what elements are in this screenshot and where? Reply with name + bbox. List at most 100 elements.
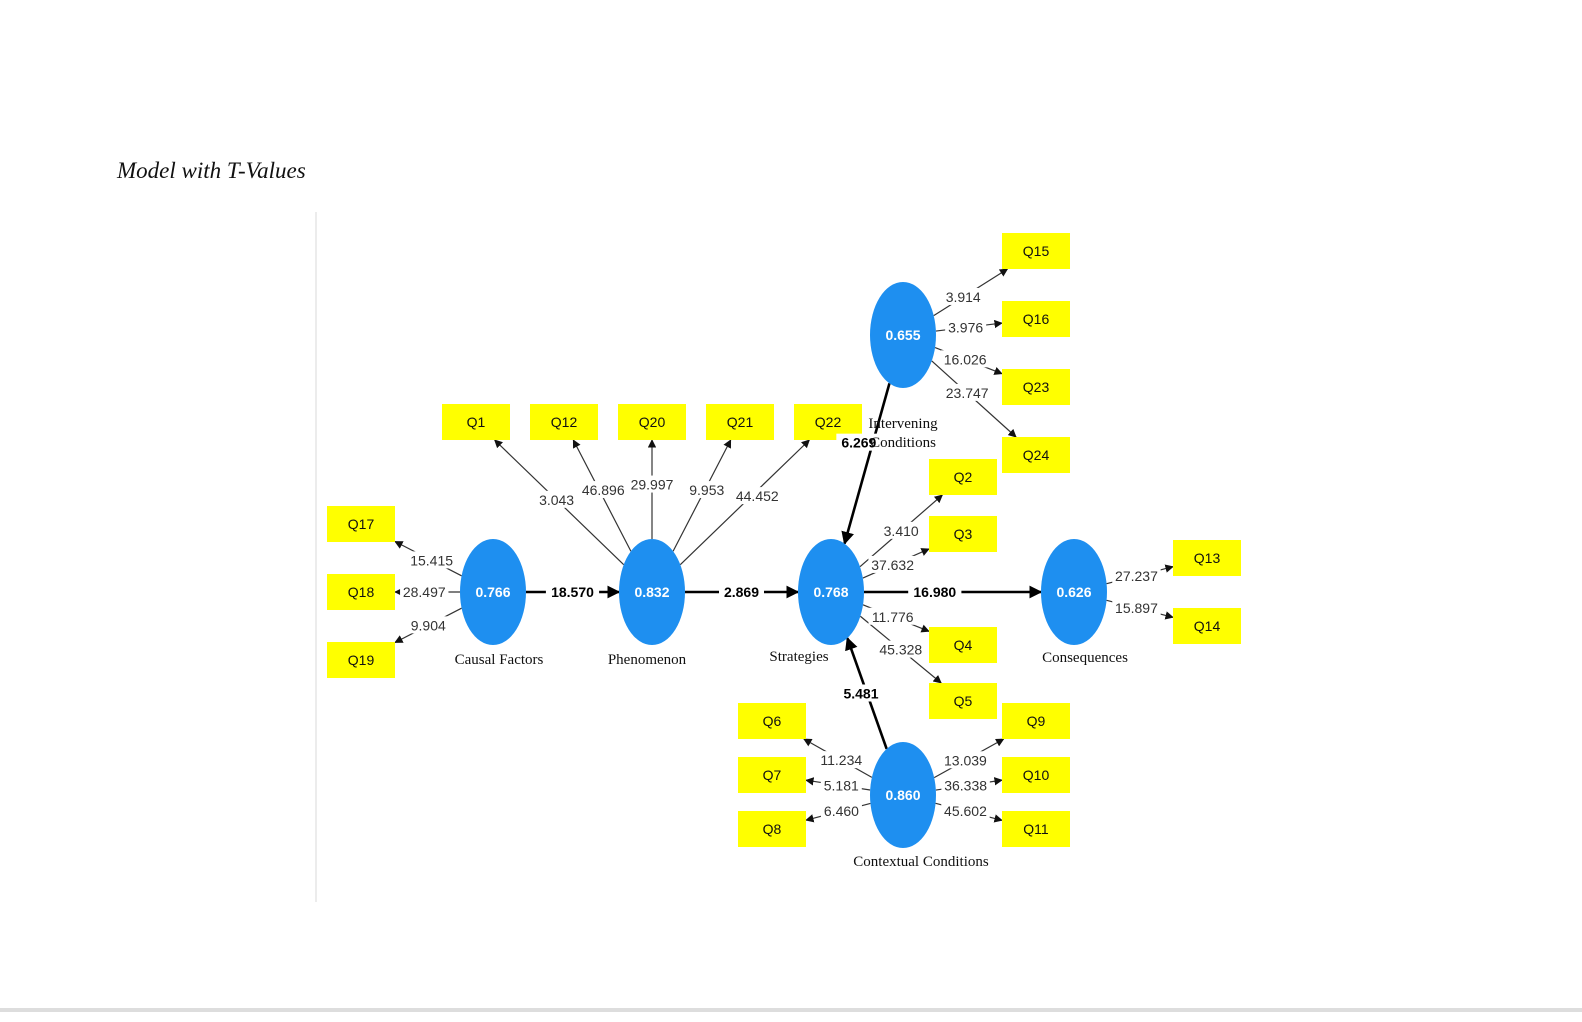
construct-name: Strategies	[769, 649, 828, 665]
indicator-box	[1173, 608, 1241, 644]
indicator-box	[327, 506, 395, 542]
loading-tvalue-q14: 15.897	[1115, 600, 1158, 616]
construct-phenomenon: 0.832	[619, 539, 685, 645]
indicators-layer: Q1Q2Q3Q4Q5Q6Q7Q8Q9Q10Q11Q12Q13Q14Q15Q16Q…	[327, 233, 1241, 847]
path-tvalue-bg	[719, 583, 764, 600]
construct-r2-value: 0.766	[475, 584, 510, 600]
indicator-label: Q16	[1023, 311, 1050, 327]
loading-tvalue-q12: 46.896	[582, 482, 625, 498]
indicator-label: Q10	[1023, 767, 1050, 783]
indicator-box	[530, 404, 598, 440]
indicator-box	[1002, 369, 1070, 405]
construct-ellipse	[1041, 539, 1107, 645]
loading-tvalue-bg	[579, 481, 628, 499]
indicator-box	[1173, 540, 1241, 576]
loading-tvalue-q6: 11.234	[820, 752, 862, 768]
indicator-box	[1002, 811, 1070, 847]
indicator-box	[929, 459, 997, 495]
indicator-q4: Q4	[929, 627, 997, 663]
construct-ellipse	[460, 539, 526, 645]
loading-tvalue-bg	[941, 801, 990, 819]
indicator-q16: Q16	[1002, 301, 1070, 337]
indicator-label: Q14	[1194, 618, 1221, 634]
path-tvalue-strat-to-cons: 16.980	[913, 584, 956, 600]
construct-consequences: 0.626	[1041, 539, 1107, 645]
indicator-label: Q20	[639, 414, 666, 430]
indicator-label: Q9	[1027, 713, 1046, 729]
indicator-label: Q8	[763, 821, 782, 837]
indicator-q5: Q5	[929, 683, 997, 719]
loading-tvalue-q10: 36.338	[944, 778, 987, 794]
indicator-box	[1002, 301, 1070, 337]
loading-tvalue-bg	[407, 551, 456, 569]
loading-tvalue-bg	[1112, 598, 1161, 616]
construct-r2-value: 0.860	[885, 787, 920, 803]
indicator-q23: Q23	[1002, 369, 1070, 405]
construct-ellipse	[619, 539, 685, 645]
indicator-box	[738, 703, 806, 739]
indicator-q8: Q8	[738, 811, 806, 847]
construct-contextual-conditions: 0.860	[870, 742, 936, 848]
indicator-q20: Q20	[618, 404, 686, 440]
loading-tvalue-q16: 3.976	[948, 319, 983, 335]
indicator-box	[327, 574, 395, 610]
indicator-label: Q23	[1023, 379, 1050, 395]
loading-tvalue-q5: 45.328	[879, 642, 922, 658]
loading-tvalue-bg	[627, 475, 677, 493]
loading-tvalue-bg	[942, 287, 984, 305]
loading-tvalue-bg	[942, 383, 992, 401]
indicator-q11: Q11	[1002, 811, 1070, 847]
loading-tvalue-bg	[945, 318, 987, 336]
loading-tvalue-bg	[820, 801, 862, 819]
indicator-q13: Q13	[1173, 540, 1241, 576]
indicator-box	[1002, 757, 1070, 793]
indicator-box	[738, 811, 806, 847]
indicator-label: Q6	[763, 713, 782, 729]
loading-tvalue-q8: 6.460	[824, 803, 859, 819]
path-tvalue-bg	[545, 583, 600, 600]
indicator-q14: Q14	[1173, 608, 1241, 644]
bottom-divider	[0, 1008, 1582, 1012]
left-divider	[315, 212, 317, 902]
path-tvalue-phen-to-strat: 2.869	[724, 584, 759, 600]
construct-r2-value: 0.832	[634, 584, 669, 600]
loading-tvalue-bg	[536, 490, 578, 508]
indicator-q2: Q2	[929, 459, 997, 495]
loading-tvalue-bg	[400, 583, 449, 600]
path-tvalue-bg	[838, 684, 884, 702]
loading-tvalue-bg	[407, 616, 449, 634]
construct-intervening-conditions: 0.655	[870, 282, 936, 388]
indicator-q24: Q24	[1002, 437, 1070, 473]
loading-tvalue-q17: 15.415	[410, 552, 453, 568]
construct-name: Contextual Conditions	[853, 854, 989, 870]
loading-tvalue-q18: 28.497	[403, 584, 446, 600]
loading-tvalue-bg	[941, 776, 990, 794]
indicator-q6: Q6	[738, 703, 806, 739]
loading-tvalue-q20: 29.997	[631, 477, 674, 493]
indicator-box	[738, 757, 806, 793]
indicator-box	[1002, 233, 1070, 269]
indicator-q17: Q17	[327, 506, 395, 542]
loading-tvalue-bg	[733, 487, 782, 505]
indicator-label: Q19	[348, 652, 375, 668]
indicator-label: Q5	[954, 693, 973, 709]
construct-ellipse	[870, 282, 936, 388]
indicator-label: Q7	[763, 767, 782, 783]
figure-caption: Model with T-Values	[117, 158, 306, 183]
indicator-label: Q11	[1023, 821, 1049, 837]
loading-tvalue-q9: 13.039	[944, 752, 987, 768]
loading-tvalue-q3: 37.632	[871, 557, 914, 573]
indicator-box	[1002, 437, 1070, 473]
indicator-q21: Q21	[706, 404, 774, 440]
construct-causal-factors: 0.766	[460, 539, 526, 645]
loading-tvalue-q19: 9.904	[411, 617, 446, 633]
loading-tvalue-q21: 9.953	[689, 482, 724, 498]
indicator-q7: Q7	[738, 757, 806, 793]
loading-tvalue-bg	[876, 640, 925, 658]
construct-name: Phenomenon	[608, 652, 687, 668]
construct-r2-value: 0.768	[813, 584, 848, 600]
indicator-label: Q2	[954, 469, 973, 485]
